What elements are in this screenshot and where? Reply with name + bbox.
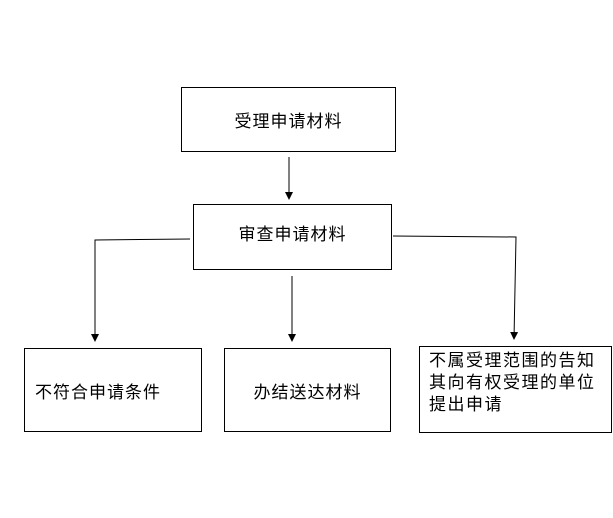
node-out-of-scope-label: 不属受理范围的告知其向有权受理的单位提出申请	[429, 351, 596, 415]
node-complete-delivery-label: 办结送达材料	[253, 382, 362, 403]
node-out-of-scope: 不属受理范围的告知其向有权受理的单位提出申请	[419, 346, 612, 433]
node-review-materials: 审查申请材料	[193, 204, 392, 270]
node-not-qualified-label: 不符合申请条件	[35, 382, 161, 403]
node-review-materials-label: 审查申请材料	[238, 225, 347, 245]
node-accept-materials: 受理申请材料	[181, 87, 396, 152]
node-accept-materials-label: 受理申请材料	[234, 112, 343, 132]
node-not-qualified: 不符合申请条件	[24, 348, 202, 432]
node-complete-delivery: 办结送达材料	[224, 348, 391, 432]
arrow-review-to-not-qualified	[91, 238, 191, 342]
arrow-review-to-out-of-scope	[392, 235, 519, 340]
